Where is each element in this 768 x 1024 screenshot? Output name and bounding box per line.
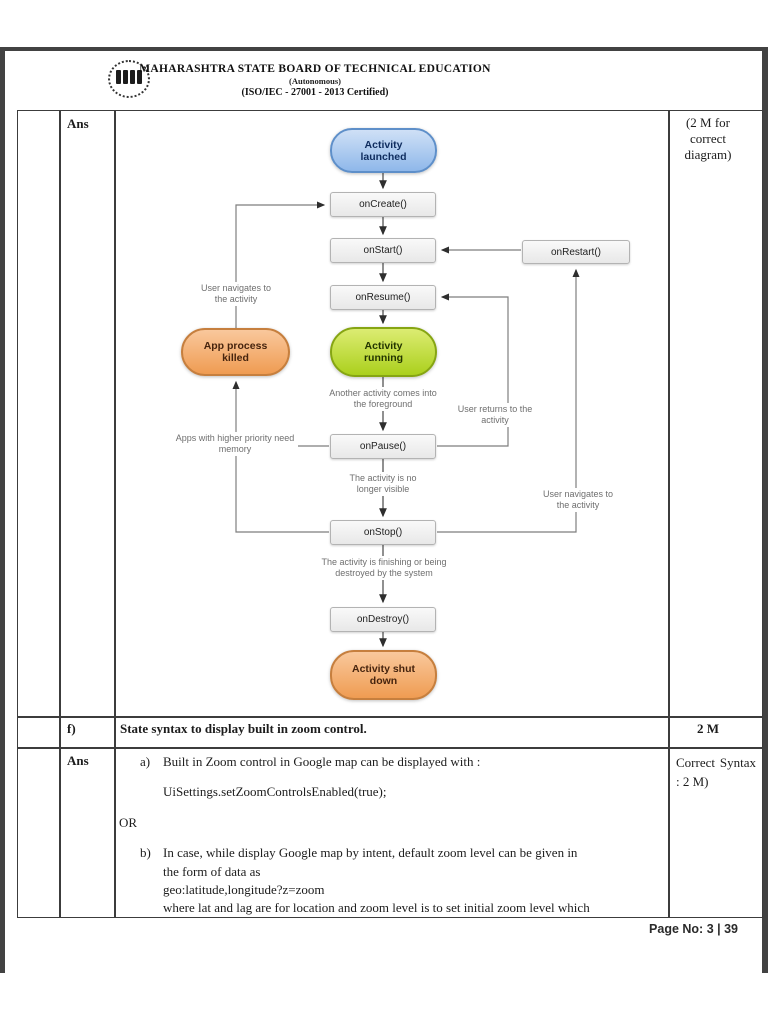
question-text: State syntax to display built in zoom co… <box>120 721 367 736</box>
answer-table <box>17 110 763 918</box>
label-another-activity: Another activity comes into the foregrou… <box>327 387 439 411</box>
node-onpause: onPause() <box>330 434 436 459</box>
node-onrestart: onRestart() <box>522 240 630 264</box>
node-activity-running: Activity running <box>330 327 437 377</box>
path-onpause-to-onresume <box>437 293 509 447</box>
list-marker-a: a) <box>140 754 151 769</box>
table-row-divider <box>18 747 762 749</box>
or-separator: OR <box>119 815 138 830</box>
answer-a-text: Built in Zoom control in Google map can … <box>163 754 481 769</box>
label-user-navigates-right: User navigates to the activity <box>538 488 618 512</box>
node-activity-shut-down: Activity shut down <box>330 650 437 700</box>
path-killed-to-oncreate <box>235 201 326 328</box>
board-subtitle-iso: (ISO/IEC - 27001 - 2013 Certified) <box>241 87 389 98</box>
answer-a-code: UiSettings.setZoomControlsEnabled(true); <box>163 784 387 799</box>
node-app-process-killed: App process killed <box>181 328 290 376</box>
label-user-returns: User returns to the activity <box>455 403 535 427</box>
path-onstop-to-killed <box>232 380 329 533</box>
marks-note: (2 M for correct diagram) <box>684 115 732 162</box>
page-number: Page No: 3 | 39 <box>649 922 738 936</box>
label-apps-priority: Apps with higher priority need memory <box>172 432 298 456</box>
answer-marks-note: Correct Syntax : 2 M) <box>676 755 756 789</box>
node-ondestroy: onDestroy() <box>330 607 436 632</box>
list-marker-b: b) <box>140 845 151 860</box>
answer-b-line4: where lat and lag are for location and z… <box>163 900 590 915</box>
answer-b-line2: the form of data as <box>163 864 261 879</box>
question-marks: 2 M <box>696 721 720 736</box>
table-column-divider <box>668 111 670 917</box>
board-title: MAHARASHTRA STATE BOARD OF TECHNICAL EDU… <box>139 63 491 75</box>
msbte-logo-icon <box>108 60 150 98</box>
node-oncreate: onCreate() <box>330 192 436 217</box>
node-onresume: onResume() <box>330 285 436 310</box>
page-top-rule <box>2 47 766 51</box>
node-onstart: onStart() <box>330 238 436 263</box>
node-activity-launched: Activity launched <box>330 128 437 173</box>
answer-b-line3: geo:latitude,longitude?z=zoom <box>163 882 325 897</box>
path-onstop-to-onrestart <box>437 268 580 533</box>
table-column-divider <box>59 111 61 917</box>
page-right-edge <box>762 47 768 973</box>
answer-label: Ans <box>67 116 89 131</box>
node-onstop: onStop() <box>330 520 436 545</box>
header: MAHARASHTRA STATE BOARD OF TECHNICAL EDU… <box>80 63 550 98</box>
question-letter: f) <box>67 721 76 736</box>
label-activity-finishing: The activity is finishing or being destr… <box>306 556 462 580</box>
board-subtitle-autonomous: (Autonomous) <box>289 76 341 86</box>
label-no-longer-visible: The activity is no longer visible <box>343 472 423 496</box>
table-row-divider <box>18 716 762 718</box>
answer-b-line1: In case, while display Google map by int… <box>163 845 578 860</box>
page-left-edge <box>0 47 5 973</box>
label-user-navigates-left: User navigates to the activity <box>196 282 276 306</box>
answer-label: Ans <box>67 753 89 768</box>
table-column-divider <box>114 111 116 917</box>
